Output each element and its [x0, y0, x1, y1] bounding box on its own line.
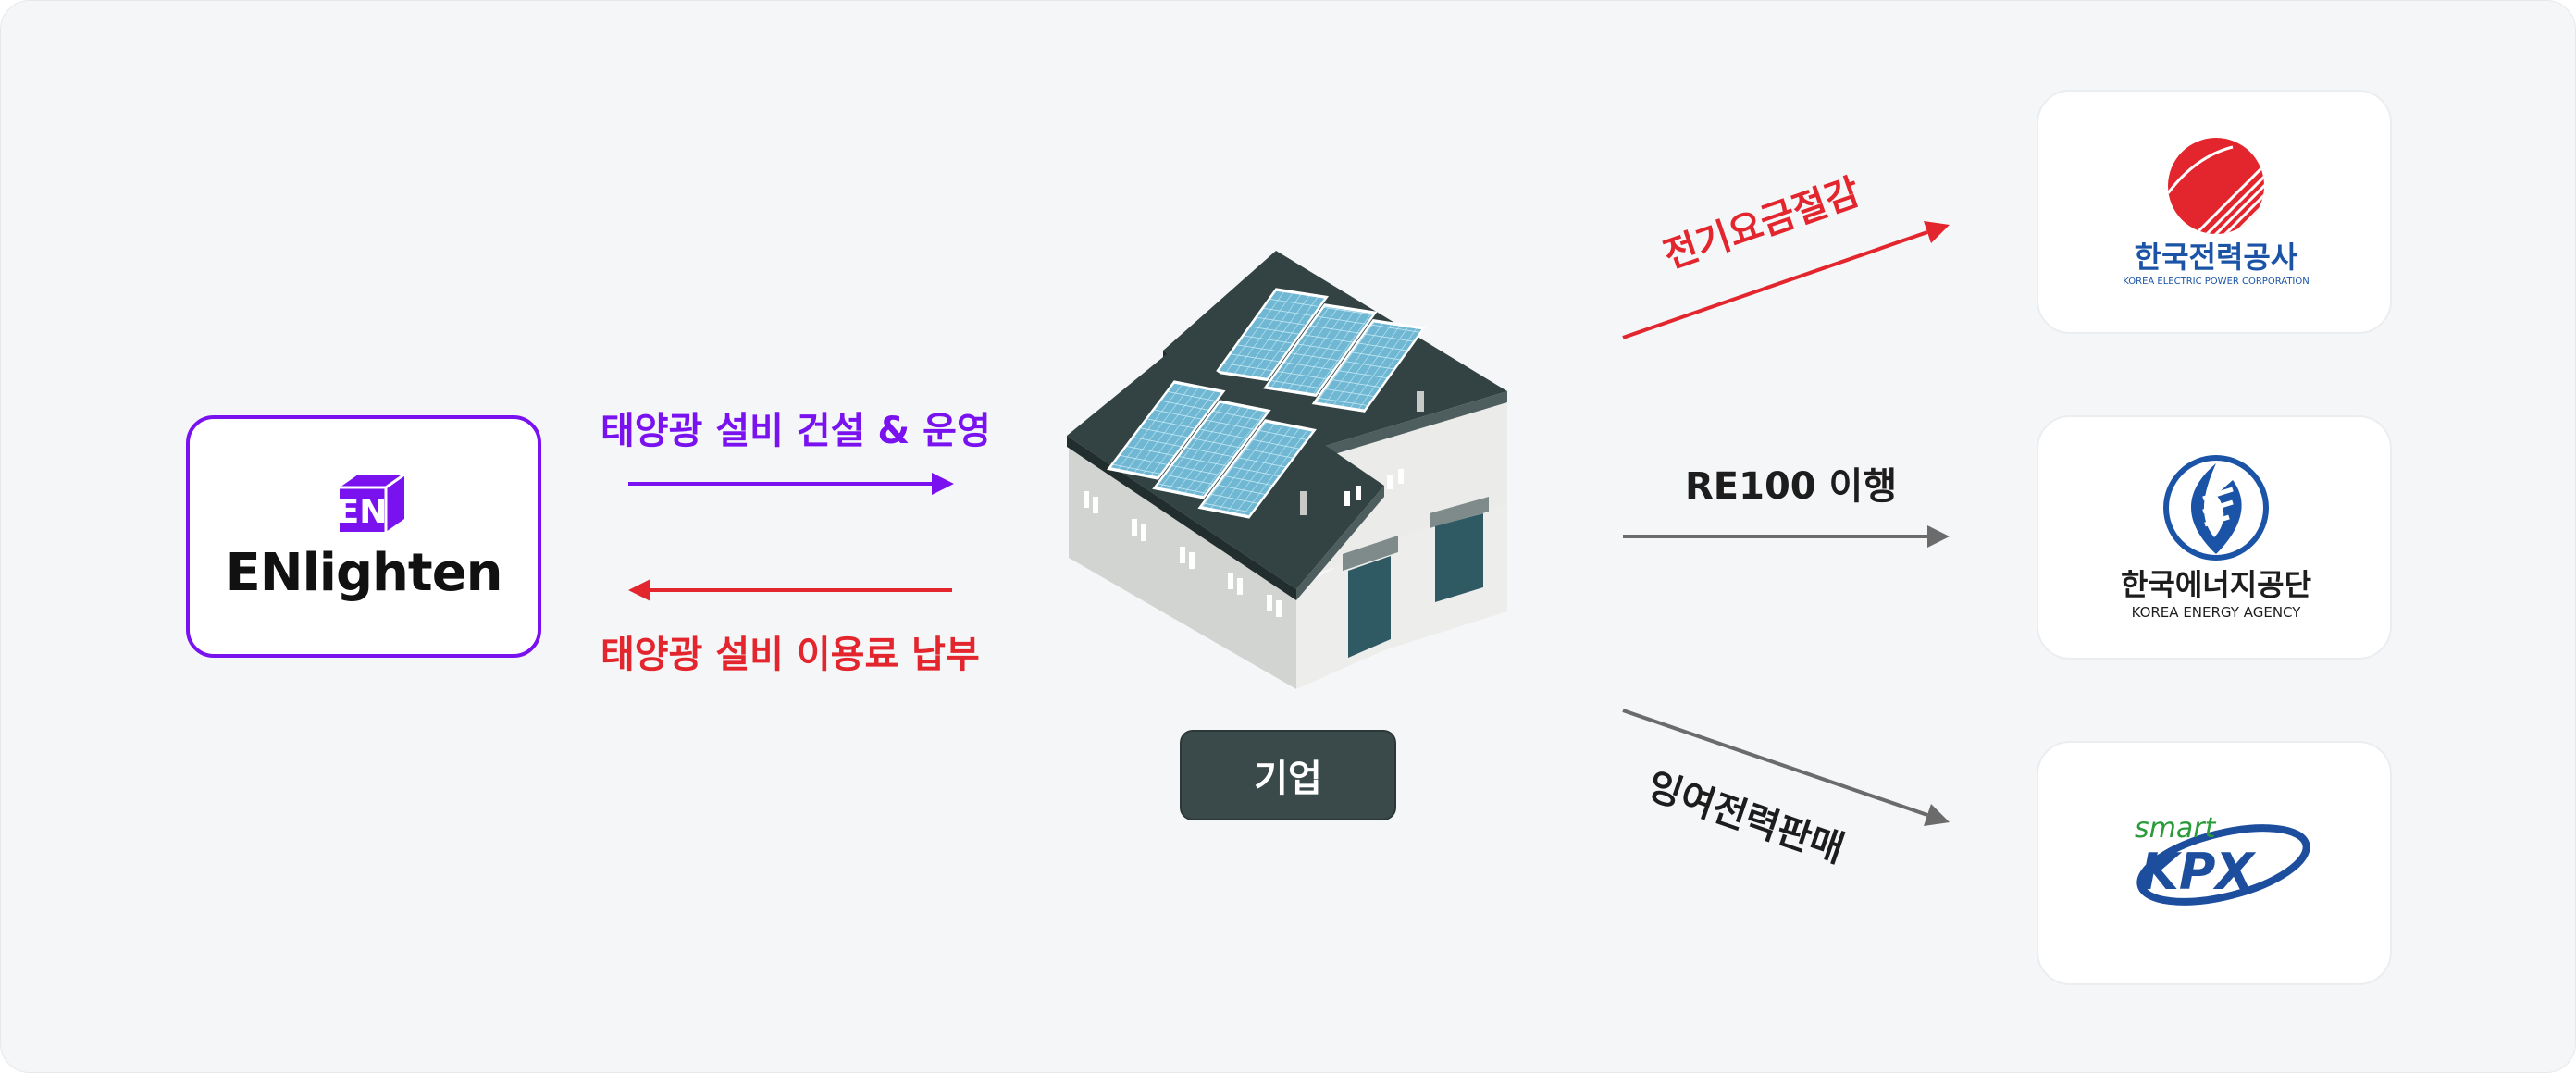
svg-text:KPX: KPX	[2140, 843, 2256, 901]
label-re100: RE100 이행	[1685, 465, 1898, 508]
kpx-logo-icon: smart KPX	[2135, 812, 2310, 906]
svg-text:한국전력공사: 한국전력공사	[2135, 240, 2298, 275]
kpx-card: smart KPX	[2037, 741, 2392, 985]
svg-text:KOREA ELECTRIC POWER CORPORATI: KOREA ELECTRIC POWER CORPORATION	[2123, 277, 2309, 287]
svg-text:smart: smart	[2135, 812, 2217, 845]
enlighten-name: ENlighten	[225, 543, 502, 603]
svg-text:KOREA ENERGY AGENCY: KOREA ENERGY AGENCY	[2132, 604, 2302, 621]
arrow-saving	[1622, 221, 1950, 339]
kea-card: 한국에너지공단 KOREA ENERGY AGENCY	[2037, 415, 2392, 660]
arrow-fee	[628, 579, 952, 601]
arrow-build	[628, 473, 954, 495]
arrow-re100	[1623, 525, 1950, 548]
svg-text:EN: EN	[337, 493, 388, 531]
kea-logo-icon: 한국에너지공단 KOREA ENERGY AGENCY	[2121, 455, 2311, 621]
enlighten-logo-icon: EN	[337, 473, 405, 532]
enlighten-box: EN ENlighten	[186, 415, 541, 658]
kepco-logo-icon: 한국전력공사 KOREA ELECTRIC POWER CORPORATION	[2123, 138, 2310, 287]
solar-factory-icon	[1067, 251, 1507, 689]
kepco-card: 한국전력공사 KOREA ELECTRIC POWER CORPORATION	[2037, 90, 2392, 334]
label-fee: 태양광 설비 이용료 납부	[601, 634, 980, 676]
label-build: 태양광 설비 건설 & 운영	[601, 410, 991, 452]
arrow-surplus	[1622, 709, 1950, 826]
company-label-badge: 기업	[1180, 730, 1396, 820]
svg-text:한국에너지공단: 한국에너지공단	[2121, 567, 2311, 602]
